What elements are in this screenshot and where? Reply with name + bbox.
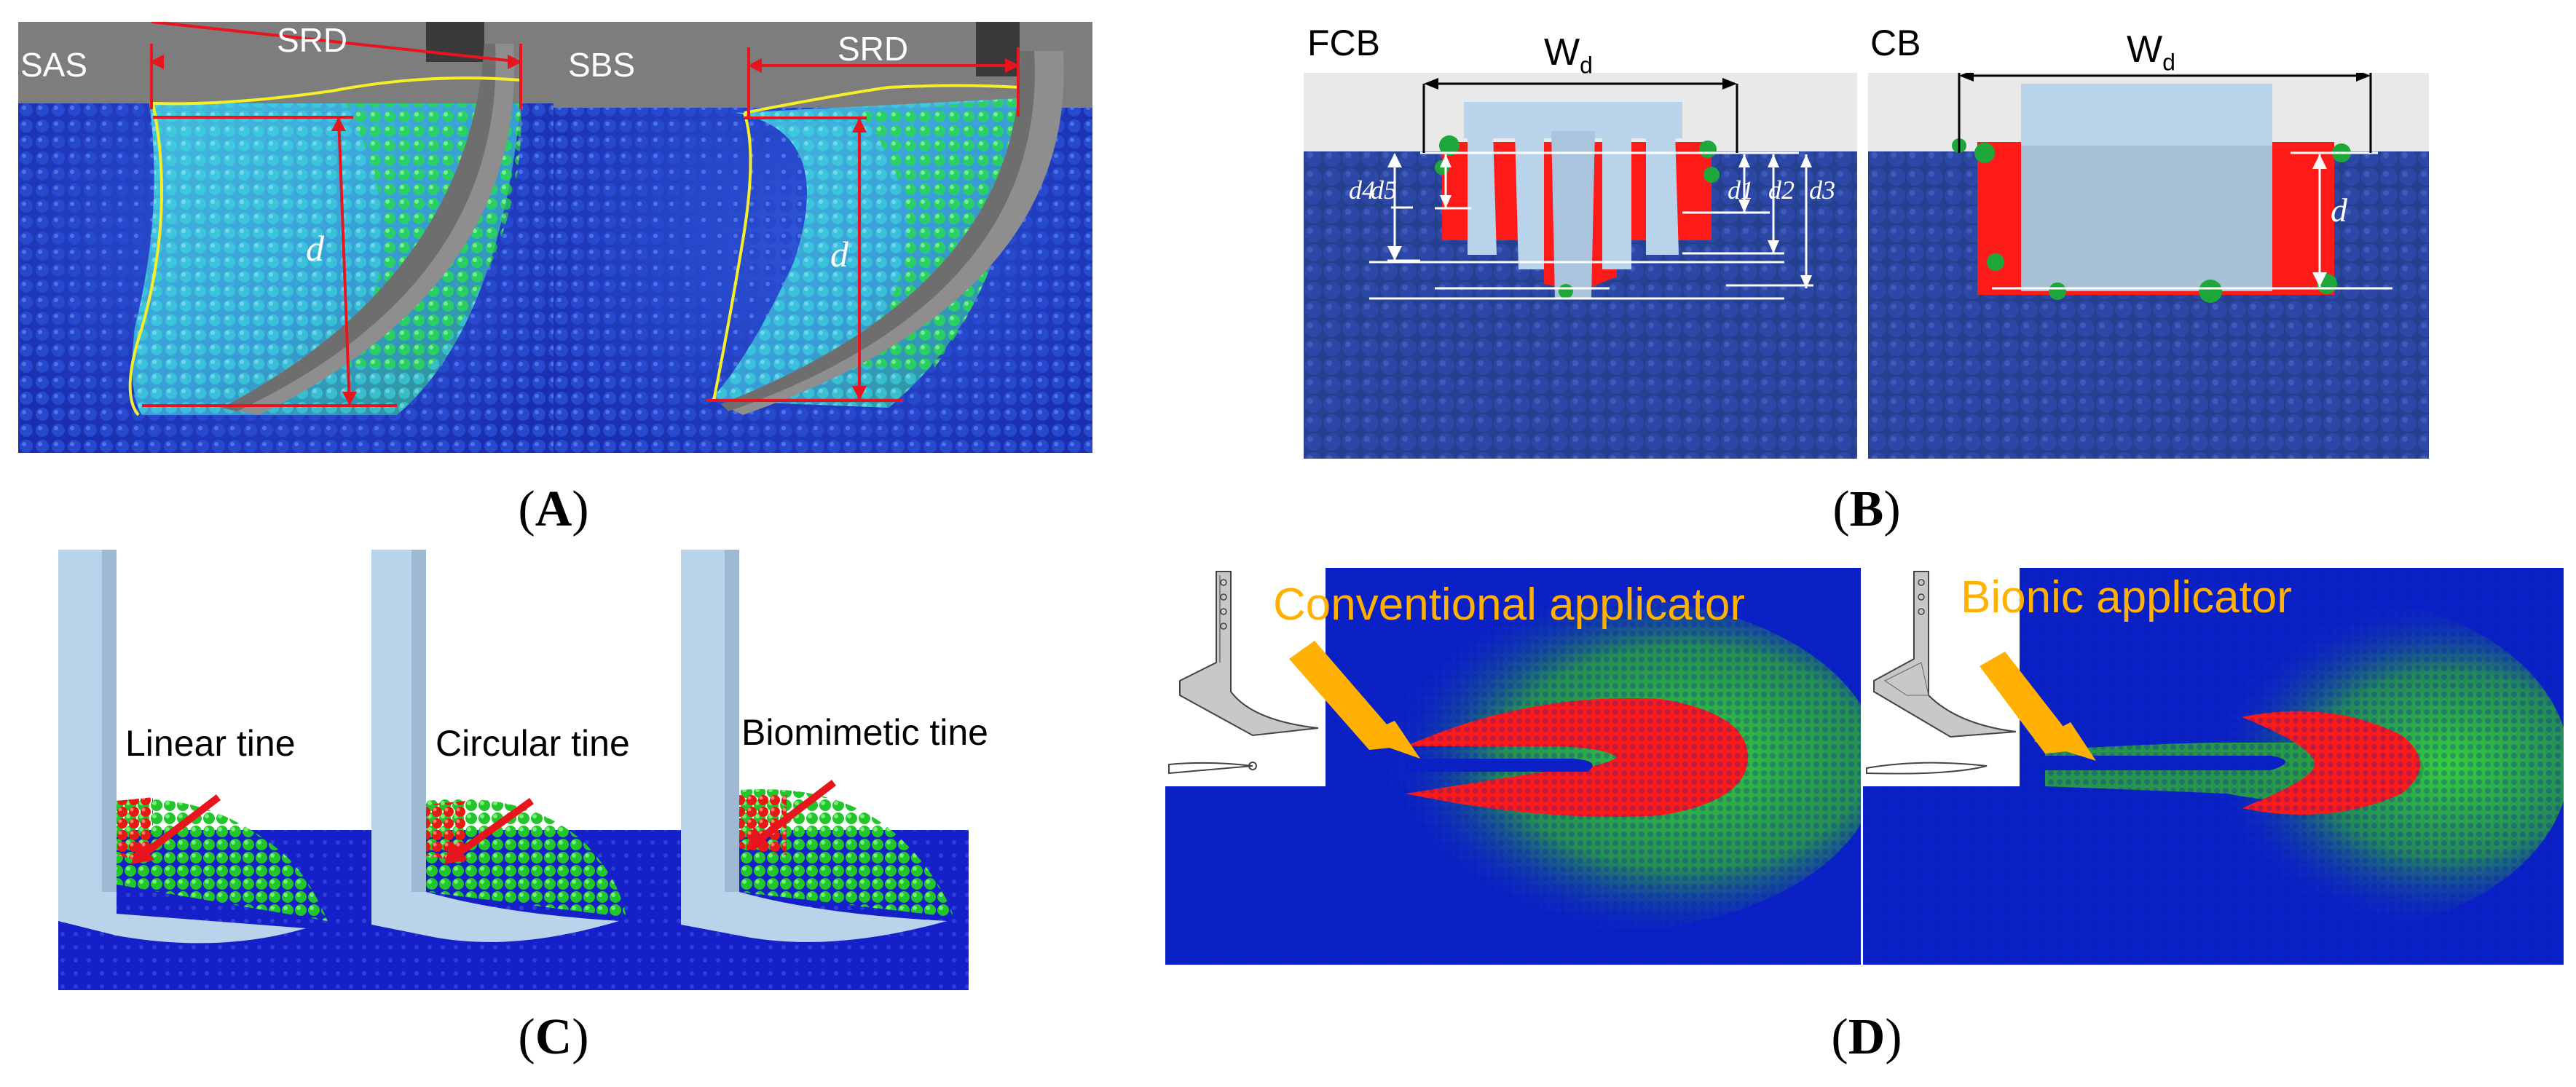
panel-a-left-title: SAS: [20, 46, 88, 84]
panel-b-right-width-label: Wd: [2127, 28, 2175, 76]
panel-a-left-sim: [18, 22, 554, 453]
caption-a: (A): [518, 481, 589, 537]
panel-b-depth-d5: d5: [1371, 175, 1397, 205]
caption-b: (B): [1832, 481, 1901, 537]
panel-b-left-graphic: [1304, 73, 1857, 459]
caption-d: (D): [1831, 1009, 1902, 1065]
panel-d-left-sim: [1165, 568, 1861, 965]
linear-tine-assembly: [58, 550, 328, 944]
panel-c-label-biomimetic: Biomimetic tine: [741, 712, 988, 753]
panel-d-right-graphic: [1863, 568, 2564, 965]
panel-d-left-title: Conventional applicator: [1273, 580, 1745, 630]
panel-b-right-sim: [1868, 73, 2429, 459]
panel-b-depth-d2: d2: [1768, 175, 1795, 205]
biomimetic-tine-assembly: [681, 550, 954, 942]
caption-c: (C): [518, 1009, 589, 1065]
panel-b-left-width-label: Wd: [1544, 31, 1593, 79]
panel-b-right-depth-label: d: [2331, 191, 2347, 229]
panel-a-right-depth-label: d: [830, 234, 848, 274]
circular-tine-assembly: [371, 550, 626, 942]
panel-c-label-circular: Circular tine: [436, 723, 630, 764]
panel-a-left-graphic: [18, 22, 554, 453]
panel-a-right-sim: [554, 22, 1092, 453]
panel-b-depth-d1: d1: [1728, 175, 1754, 205]
panel-b-left-title: FCB: [1307, 23, 1380, 63]
panel-b-right-title: CB: [1870, 23, 1921, 63]
panel-a-right-width-label: SRD: [838, 30, 909, 68]
panel-a-right-title: SBS: [568, 46, 636, 84]
panel-b-depth-d4: d4: [1349, 175, 1375, 205]
panel-c-graphic: [58, 550, 969, 990]
panel-a-left-depth-label: d: [306, 228, 324, 269]
panel-a-left-width-label: SRD: [277, 21, 348, 59]
panel-b-depth-d3: d3: [1809, 175, 1835, 205]
panel-d-left-graphic: [1165, 568, 1861, 965]
panel-d-right-title: Bionic applicator: [1961, 572, 2292, 622]
panel-b-right-graphic: [1868, 73, 2429, 459]
panel-c-sim: [58, 550, 969, 990]
panel-c-label-linear: Linear tine: [125, 723, 296, 764]
panel-b-left-sim: [1304, 73, 1857, 459]
panel-a-right-graphic: [554, 22, 1092, 453]
panel-d-right-sim: [1863, 568, 2564, 965]
